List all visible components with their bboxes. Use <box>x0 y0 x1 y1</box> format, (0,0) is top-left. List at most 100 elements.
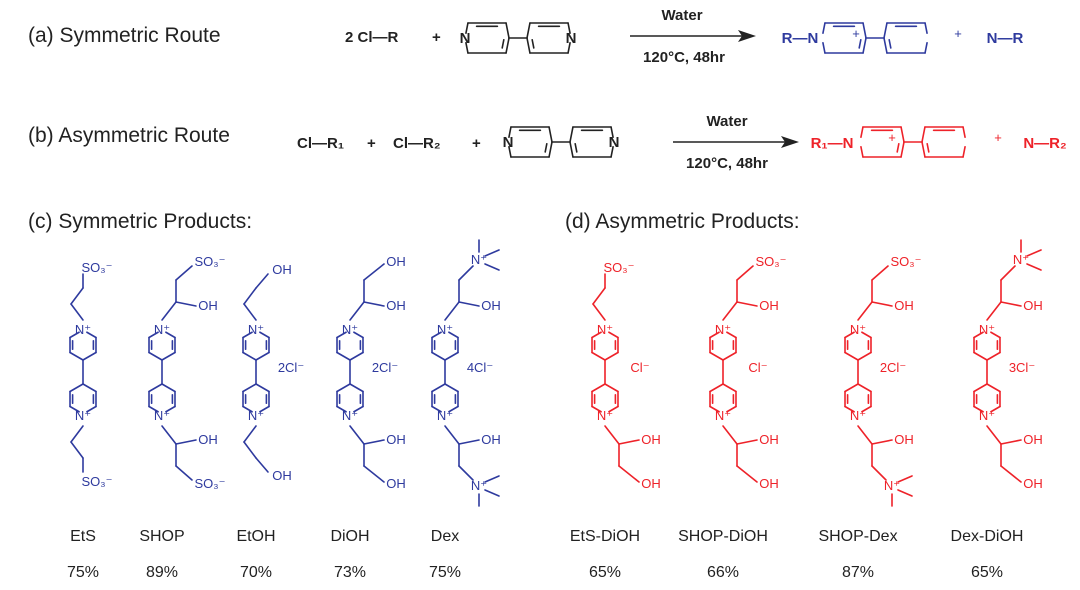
bond <box>86 331 97 339</box>
bond <box>148 351 163 361</box>
bond <box>591 405 602 413</box>
ammonium-group: N⁺ <box>884 478 900 493</box>
ammonium-group: N⁺ <box>471 478 487 493</box>
bond <box>896 142 900 153</box>
bond <box>548 126 553 143</box>
bond <box>70 303 84 321</box>
hydroxyl-group: OH <box>198 432 218 447</box>
charge-label: + <box>954 26 962 41</box>
bond <box>610 146 614 158</box>
hydroxyl-group: OH <box>1023 476 1043 491</box>
bond <box>69 351 84 361</box>
bond <box>484 249 500 257</box>
bond <box>161 425 177 445</box>
bond <box>82 383 97 393</box>
bond <box>924 22 928 35</box>
nitrogen-atom: N⁺ <box>597 408 613 423</box>
bond <box>544 142 548 153</box>
bond <box>990 331 1001 339</box>
bond <box>259 405 270 413</box>
substituent-label: R—N <box>782 30 819 47</box>
bond <box>736 439 758 445</box>
bond <box>444 351 459 361</box>
bond <box>736 465 758 483</box>
bond <box>349 383 364 393</box>
bond <box>857 301 873 321</box>
nitrogen-atom: N⁺ <box>597 322 613 337</box>
nitrogen-atom: N⁺ <box>715 322 731 337</box>
bond <box>82 351 97 361</box>
bond <box>844 405 855 413</box>
bond <box>243 425 257 443</box>
counterion-label: 2Cl⁻ <box>880 360 906 375</box>
counterion-label: Cl⁻ <box>748 360 767 375</box>
bond <box>86 405 97 413</box>
hydroxyl-group: OH <box>481 298 501 313</box>
bond <box>458 265 474 281</box>
reagent-text: Cl—R₂ <box>393 135 441 152</box>
bond <box>161 301 177 321</box>
bond <box>255 457 269 473</box>
hydroxyl-group: OH <box>1023 432 1043 447</box>
bond <box>722 351 737 361</box>
condition-bottom: 120°C, 48hr <box>643 49 725 66</box>
nitrogen-atom: N <box>566 30 577 47</box>
counterion-label: 2Cl⁻ <box>278 360 304 375</box>
ammonium-group: N⁺ <box>471 252 487 267</box>
bond <box>243 303 257 321</box>
route-label: (a) Symmetric Route <box>28 24 221 47</box>
bond <box>897 489 913 497</box>
bond <box>363 301 385 307</box>
bond <box>458 301 480 307</box>
bond <box>709 405 720 413</box>
bond <box>165 331 176 339</box>
bond <box>431 383 446 393</box>
bond <box>990 405 1001 413</box>
bond <box>926 142 930 153</box>
bond <box>431 331 442 339</box>
bond <box>858 38 862 49</box>
bond <box>726 405 737 413</box>
bond <box>508 146 512 158</box>
bond <box>986 425 1002 445</box>
bond <box>861 405 872 413</box>
product-yield: 75% <box>429 564 461 581</box>
bond <box>1026 249 1042 257</box>
bond <box>871 439 893 445</box>
bond <box>255 273 269 289</box>
bond <box>722 383 737 393</box>
bond <box>592 303 606 321</box>
bond <box>349 425 365 445</box>
sulfonate-group: SO₃⁻ <box>195 476 226 491</box>
bond <box>70 425 84 443</box>
bond <box>349 301 365 321</box>
hydroxyl-group: OH <box>759 298 779 313</box>
bond <box>736 265 754 281</box>
bond <box>242 331 253 339</box>
hydroxyl-group: OH <box>386 476 406 491</box>
sulfonate-group: SO₃⁻ <box>604 260 635 275</box>
sulfonate-group: SO₃⁻ <box>82 474 113 489</box>
section-title-asymmetric: (d) Asymmetric Products: <box>565 210 800 233</box>
bond <box>526 37 531 54</box>
bond <box>336 405 347 413</box>
bond <box>255 351 270 361</box>
bond <box>591 331 602 339</box>
condition-top: Water <box>661 7 702 24</box>
bond <box>353 405 364 413</box>
product-yield: 87% <box>842 564 874 581</box>
counterion-label: 3Cl⁻ <box>1009 360 1035 375</box>
bond <box>175 265 193 281</box>
hydroxyl-group: OH <box>198 298 218 313</box>
hydroxyl-group: OH <box>386 432 406 447</box>
bond <box>242 383 257 393</box>
bond <box>569 126 574 143</box>
